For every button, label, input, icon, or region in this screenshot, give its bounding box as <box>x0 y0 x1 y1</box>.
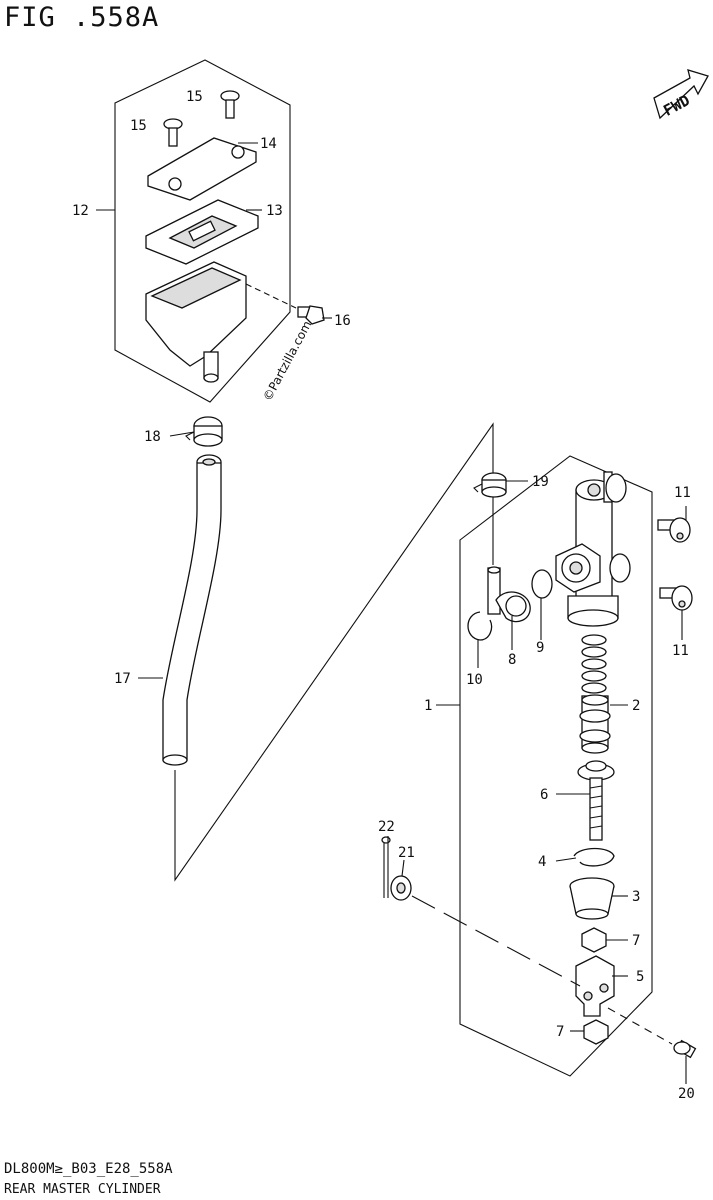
callout-15a: 15 <box>186 89 203 105</box>
bolt-icon <box>245 283 325 325</box>
callout-11a: 11 <box>674 485 691 501</box>
callout-18: 18 <box>144 429 161 445</box>
hose-connection-line <box>174 422 494 882</box>
pin-alignment-line <box>411 895 581 987</box>
boot-icon <box>569 877 615 920</box>
hose-clamp-icon <box>473 472 507 498</box>
callout-10: 10 <box>466 672 483 688</box>
callout-2: 2 <box>632 698 640 714</box>
callout-4: 4 <box>538 854 546 870</box>
callout-7a: 7 <box>632 933 640 949</box>
callout-15b: 15 <box>130 118 147 134</box>
callout-6: 6 <box>540 787 548 803</box>
reservoir-body-icon <box>145 261 247 383</box>
reservoir-hose-icon <box>162 454 222 766</box>
washer-icon <box>390 875 412 901</box>
callout-21: 21 <box>398 845 415 861</box>
callout-3: 3 <box>632 889 640 905</box>
callout-20: 20 <box>678 1086 695 1102</box>
fitting-icon <box>487 566 531 623</box>
diaphragm-icon <box>145 199 259 265</box>
figure-name: REAR MASTER CYLINDER <box>4 1182 161 1197</box>
o-ring-icon <box>531 569 553 599</box>
cylinder-group-outline <box>459 455 653 1077</box>
hose-clamp-icon <box>185 416 223 447</box>
figure-code: DL800M≥_B03_E28_558A <box>4 1161 173 1177</box>
pin-icon <box>607 1007 697 1059</box>
callout-1: 1 <box>424 698 432 714</box>
circlip-icon <box>573 847 615 867</box>
screw-icon <box>163 90 240 147</box>
callout-5: 5 <box>636 969 644 985</box>
watermark: ©Partzilla.com <box>260 318 314 403</box>
cylinder-body-icon <box>555 471 631 627</box>
push-rod-icon <box>577 760 615 841</box>
reservoir-group-outline <box>114 59 291 403</box>
callout-11b: 11 <box>672 643 689 659</box>
callout-7b: 7 <box>556 1024 564 1040</box>
leader-lines <box>96 142 687 1084</box>
clevis-icon <box>575 955 615 1017</box>
callout-16: 16 <box>334 313 351 329</box>
fwd-arrow-icon: FWD <box>653 69 709 120</box>
bolt-icon <box>657 517 693 611</box>
callout-14: 14 <box>260 136 277 152</box>
callout-13: 13 <box>266 203 283 219</box>
figure-title: FIG .558A <box>4 2 160 33</box>
callout-19: 19 <box>532 474 549 490</box>
callout-8: 8 <box>508 652 516 668</box>
cotter-pin-icon <box>381 836 391 898</box>
piston-icon <box>579 694 611 754</box>
nut-icon <box>581 927 607 953</box>
spring-icon <box>581 634 607 694</box>
callout-22: 22 <box>378 819 395 835</box>
callout-12: 12 <box>72 203 89 219</box>
reservoir-cap-icon <box>147 137 257 201</box>
circlip-icon <box>467 611 493 641</box>
callout-9: 9 <box>536 640 544 656</box>
nut-icon <box>583 1019 609 1045</box>
callout-17: 17 <box>114 671 131 687</box>
